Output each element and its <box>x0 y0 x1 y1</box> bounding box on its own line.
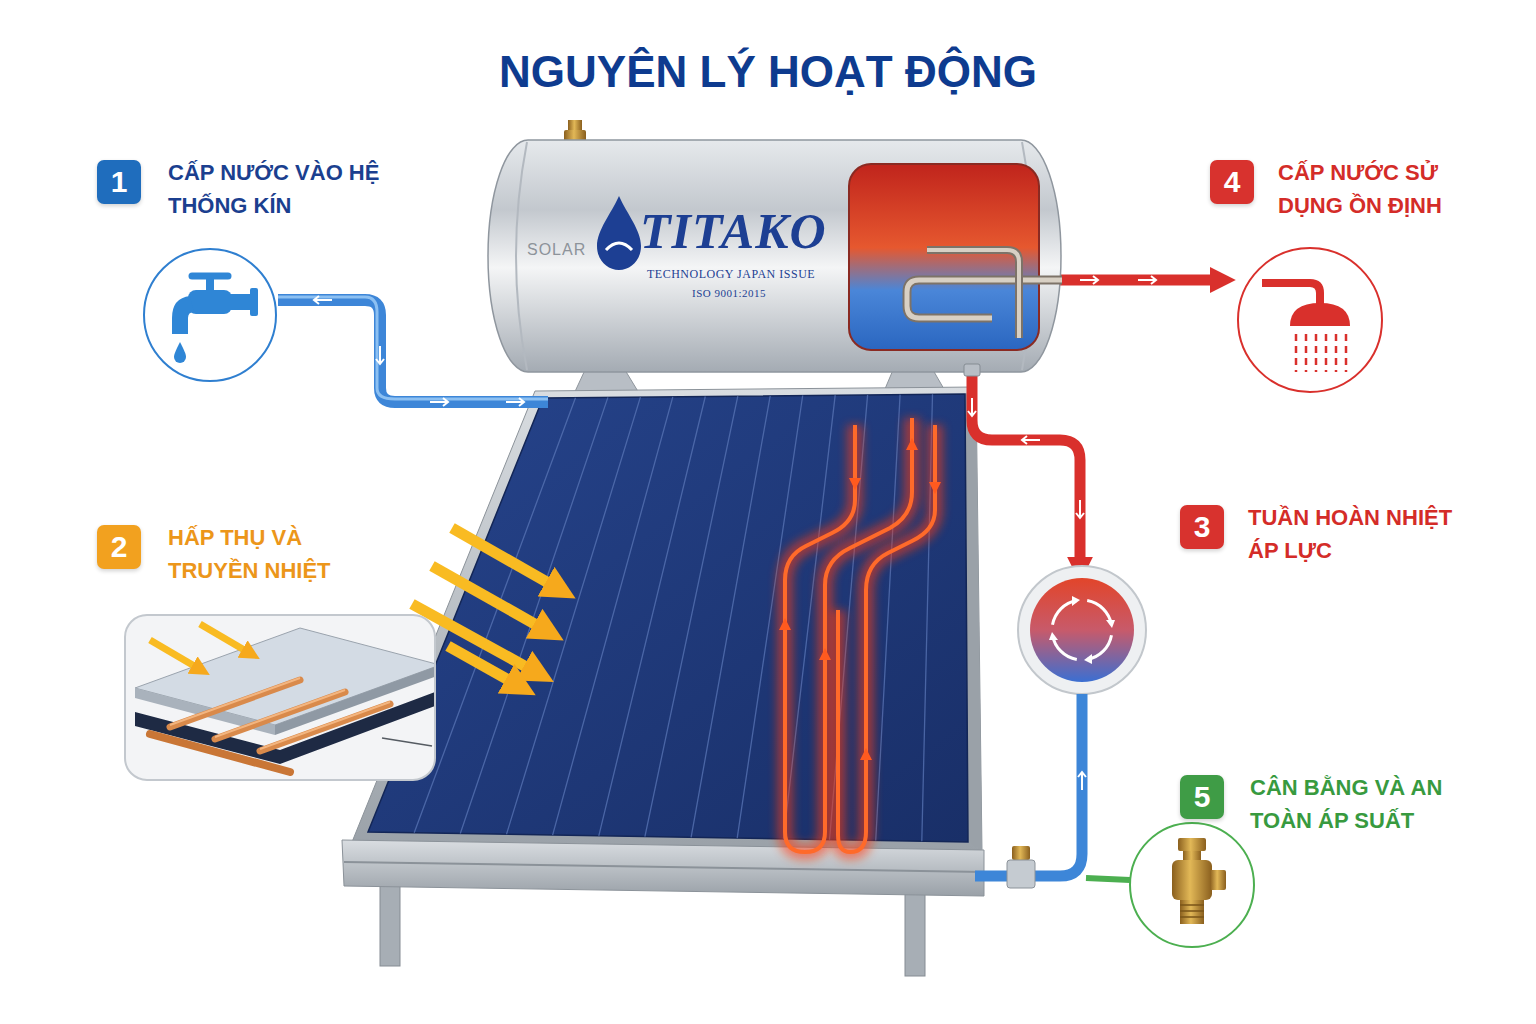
fitting-body <box>1007 860 1035 888</box>
heat-tube <box>779 418 941 852</box>
relief-valve-icon <box>1172 838 1226 924</box>
water-drop <box>174 342 186 363</box>
tube-core <box>838 425 935 852</box>
pump-ring <box>1018 566 1146 694</box>
step-heading: CẤP NƯỚC SỬ DỤNG ỒN ĐỊNH <box>1278 156 1503 222</box>
sun-ray <box>150 640 196 667</box>
inset-tube-shine <box>170 678 390 749</box>
thread-lines <box>1180 905 1204 917</box>
valve-body <box>1172 860 1212 900</box>
tank-fitting <box>964 364 980 376</box>
step-heading: HẤP THỤ VÀ TRUYỀN NHIỆT <box>168 521 388 587</box>
flow-arrow <box>1078 772 1086 790</box>
brand-tagline: TECHNOLOGY JAPAN ISSUE <box>647 268 815 280</box>
callout-number: 3 <box>1180 505 1224 549</box>
collector-frame <box>352 387 982 852</box>
valve-circle <box>1130 823 1254 947</box>
heat-coil <box>907 280 1062 318</box>
collector-glass <box>368 394 968 842</box>
faucet-flange <box>250 288 258 316</box>
tube-glow <box>838 425 935 852</box>
tube-core <box>785 418 912 852</box>
return-pipe <box>975 694 1082 876</box>
step-badge: 4CẤP NƯỚC SỬ DỤNG ỒN ĐỊNH <box>1210 160 1254 204</box>
flow-arrow <box>1080 276 1156 284</box>
collector-frame <box>342 840 984 896</box>
sun-ray <box>200 624 246 651</box>
valve-outlet <box>1210 870 1226 890</box>
valve-thread <box>1180 900 1204 924</box>
certification: ISO 9001:2015 <box>692 288 766 299</box>
logo-swirl <box>606 243 632 250</box>
heat-coil <box>907 280 1062 318</box>
water-spray <box>1296 334 1346 372</box>
step-heading: CÂN BẰNG VÀ AN TOÀN ÁP SUẤT <box>1250 771 1475 837</box>
heat-coil <box>927 250 1019 338</box>
collector-inset <box>125 615 440 780</box>
flow-arrow <box>968 398 1084 518</box>
inset-header <box>150 734 290 772</box>
fitting-cap <box>1012 846 1030 860</box>
sun-ray <box>448 646 512 682</box>
faucet-spout <box>172 296 194 334</box>
rotation-arrows <box>1053 601 1112 660</box>
callout-number: 2 <box>97 525 141 569</box>
frame-groove <box>344 862 984 872</box>
water-tank: SOLAR TITAKO TECHNOLOGY JAPAN ISSUE ISO 900… <box>487 138 1062 374</box>
tube-glow <box>785 418 912 852</box>
collector-foot <box>905 888 925 976</box>
circulation-pipe <box>972 372 1080 562</box>
brand-small: SOLAR <box>527 242 586 258</box>
sun-ray <box>452 528 552 585</box>
leader-line <box>382 738 432 746</box>
tank-seam <box>516 142 527 370</box>
faucet-body <box>188 290 232 314</box>
step-badge: 2HẤP THỤ VÀ TRUYỀN NHIỆT <box>97 525 141 569</box>
hot-pipe <box>1055 275 1215 286</box>
step-badge: 1CẤP NƯỚC VÀO HỆ THỐNG KÍN <box>97 160 141 204</box>
shower-circle <box>1238 248 1382 392</box>
relief-line <box>1086 878 1130 880</box>
tank-body <box>488 140 1061 372</box>
faucet-stem <box>206 276 214 292</box>
brand-name: TITAKO <box>640 206 827 256</box>
heat-coil <box>927 250 1019 338</box>
valve-cap <box>1178 838 1206 851</box>
step-heading: TUẦN HOÀN NHIỆT ÁP LỰC <box>1248 501 1473 567</box>
flow-arrow <box>779 438 941 760</box>
callout-number: 1 <box>97 160 141 204</box>
inset-tube <box>170 680 390 751</box>
callout-number: 5 <box>1180 775 1224 819</box>
arrow-head <box>1049 596 1115 664</box>
step-badge: 3TUẦN HOÀN NHIỆT ÁP LỰC <box>1180 505 1224 549</box>
step-badge: 5CÂN BẰNG VÀ AN TOÀN ÁP SUẤT <box>1180 775 1224 819</box>
faucet-circle <box>144 249 276 381</box>
inset-border <box>125 615 435 780</box>
valve-neck <box>1183 851 1201 860</box>
shower-head <box>1290 303 1350 326</box>
pump-body <box>1030 578 1134 682</box>
collector-foot <box>380 880 400 966</box>
step-heading: CẤP NƯỚC VÀO HỆ THỐNG KÍN <box>168 156 383 222</box>
shower-icon <box>1262 283 1350 372</box>
shower-pipe <box>1262 283 1320 304</box>
faucet-icon <box>172 276 258 363</box>
callout-number: 4 <box>1210 160 1254 204</box>
logo-drop <box>597 196 641 270</box>
diagram-title: NGUYÊN LÝ HOẠT ĐỘNG <box>0 46 1536 99</box>
air-valve <box>568 120 582 130</box>
